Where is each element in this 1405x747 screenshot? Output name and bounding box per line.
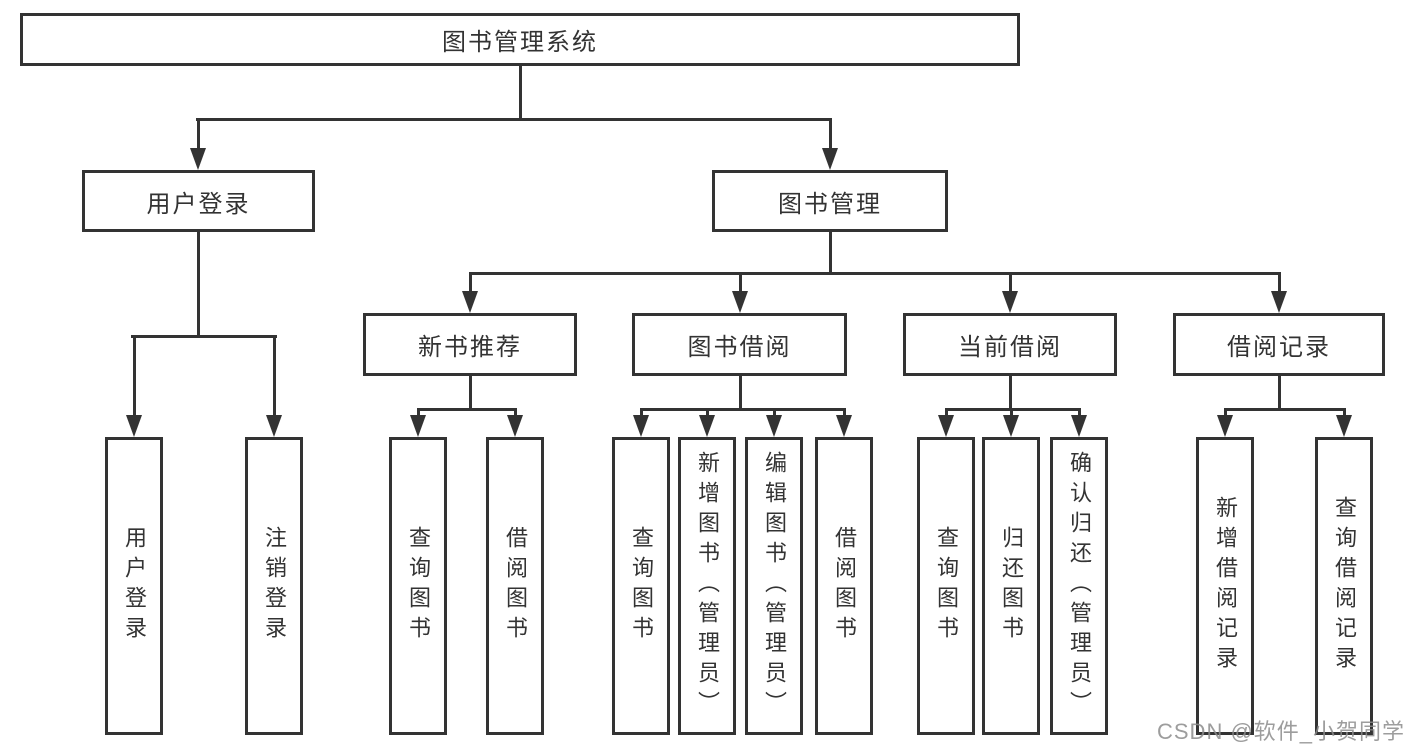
connector-line bbox=[519, 66, 522, 118]
arrowhead-down-icon bbox=[507, 415, 523, 437]
connector-line bbox=[416, 408, 420, 418]
leaf-query-borrow-record: 查询借阅记录 bbox=[1315, 437, 1373, 735]
node-book-management-system: 图书管理系统 bbox=[20, 13, 1020, 66]
connector-line bbox=[639, 408, 643, 418]
connector-line bbox=[842, 408, 846, 418]
connector-line bbox=[513, 408, 517, 418]
node-label: 当前借阅 bbox=[958, 334, 1062, 361]
connector-line bbox=[132, 335, 136, 417]
connector-line bbox=[131, 335, 277, 338]
leaf-label: 新增借阅记录 bbox=[1213, 496, 1238, 676]
connector-line bbox=[196, 118, 200, 150]
arrowhead-down-icon bbox=[410, 415, 426, 437]
connector-line bbox=[1277, 376, 1281, 408]
node-label: 图书管理系统 bbox=[442, 29, 598, 56]
connector-line bbox=[772, 408, 776, 418]
leaf-add-books-admin: 新增图书（管理员） bbox=[678, 437, 736, 735]
leaf-user-login: 用户登录 bbox=[105, 437, 163, 735]
arrowhead-down-icon bbox=[822, 148, 838, 170]
leaf-label: 注销登录 bbox=[262, 526, 287, 646]
node-label: 借阅记录 bbox=[1227, 334, 1331, 361]
leaf-query-books-borrowing: 查询图书 bbox=[612, 437, 670, 735]
connector-line bbox=[468, 272, 472, 294]
leaf-add-borrow-record: 新增借阅记录 bbox=[1196, 437, 1254, 735]
arrowhead-down-icon bbox=[126, 415, 142, 437]
arrowhead-down-icon bbox=[266, 415, 282, 437]
connector-line bbox=[1008, 272, 1012, 294]
leaf-confirm-return-admin: 确认归还（管理员） bbox=[1050, 437, 1108, 735]
connector-line bbox=[196, 118, 832, 121]
connector-line bbox=[738, 376, 742, 408]
connector-line bbox=[1223, 408, 1227, 418]
leaf-logout: 注销登录 bbox=[245, 437, 303, 735]
node-book-management: 图书管理 bbox=[712, 170, 948, 232]
connector-line bbox=[1077, 408, 1081, 418]
arrowhead-down-icon bbox=[766, 415, 782, 437]
node-label: 用户登录 bbox=[146, 190, 251, 218]
leaf-label: 查询图书 bbox=[629, 526, 654, 646]
connector-line bbox=[1342, 408, 1346, 418]
leaf-borrow-books-recommend: 借阅图书 bbox=[486, 437, 544, 735]
arrowhead-down-icon bbox=[1071, 415, 1087, 437]
node-current-borrowing: 当前借阅 bbox=[903, 313, 1117, 376]
arrowhead-down-icon bbox=[1003, 415, 1019, 437]
connector-line bbox=[1277, 272, 1281, 294]
leaf-query-books-recommend: 查询图书 bbox=[389, 437, 447, 735]
connector-line bbox=[1009, 408, 1013, 418]
arrowhead-down-icon bbox=[633, 415, 649, 437]
leaf-label: 借阅图书 bbox=[832, 526, 857, 646]
arrowhead-down-icon bbox=[462, 291, 478, 313]
leaf-label: 归还图书 bbox=[999, 526, 1024, 646]
connector-line bbox=[828, 232, 832, 272]
connector-line bbox=[1008, 376, 1012, 408]
node-label: 图书借阅 bbox=[687, 334, 792, 361]
watermark: CSDN @软件_小贺同学 bbox=[1157, 719, 1405, 744]
connector-line bbox=[468, 376, 472, 408]
leaf-borrow-books: 借阅图书 bbox=[815, 437, 873, 735]
connector-line bbox=[738, 272, 742, 294]
connector-line bbox=[197, 232, 200, 335]
arrowhead-down-icon bbox=[938, 415, 954, 437]
arrowhead-down-icon bbox=[1002, 291, 1018, 313]
node-label: 图书管理 bbox=[778, 190, 882, 218]
connector-line bbox=[1223, 408, 1346, 411]
node-book-borrowing: 图书借阅 bbox=[632, 313, 847, 376]
connector-line bbox=[468, 272, 1281, 275]
node-new-book-recommend: 新书推荐 bbox=[363, 313, 577, 376]
leaf-label: 新增图书（管理员） bbox=[695, 451, 720, 721]
leaf-label: 查询借阅记录 bbox=[1332, 496, 1357, 676]
node-borrowing-records: 借阅记录 bbox=[1173, 313, 1385, 376]
node-user-login: 用户登录 bbox=[82, 170, 315, 232]
leaf-label: 确认归还（管理员） bbox=[1067, 451, 1092, 721]
connector-line bbox=[272, 335, 276, 417]
arrowhead-down-icon bbox=[1336, 415, 1352, 437]
arrowhead-down-icon bbox=[1271, 291, 1287, 313]
arrowhead-down-icon bbox=[699, 415, 715, 437]
node-label: 新书推荐 bbox=[418, 334, 522, 361]
connector-line bbox=[944, 408, 948, 418]
arrowhead-down-icon bbox=[190, 148, 206, 170]
leaf-return-books: 归还图书 bbox=[982, 437, 1040, 735]
leaf-label: 查询图书 bbox=[406, 526, 431, 646]
connector-line bbox=[416, 408, 517, 411]
leaf-label: 用户登录 bbox=[122, 526, 147, 646]
connector-line bbox=[944, 408, 1081, 411]
leaf-label: 查询图书 bbox=[934, 526, 959, 646]
leaf-query-books-current: 查询图书 bbox=[917, 437, 975, 735]
arrowhead-down-icon bbox=[836, 415, 852, 437]
connector-line bbox=[705, 408, 709, 418]
connector-line bbox=[828, 118, 832, 150]
connector-line bbox=[639, 408, 846, 411]
arrowhead-down-icon bbox=[732, 291, 748, 313]
leaf-edit-books-admin: 编辑图书（管理员） bbox=[745, 437, 803, 735]
leaf-label: 借阅图书 bbox=[503, 526, 528, 646]
leaf-label: 编辑图书（管理员） bbox=[762, 451, 787, 721]
arrowhead-down-icon bbox=[1217, 415, 1233, 437]
